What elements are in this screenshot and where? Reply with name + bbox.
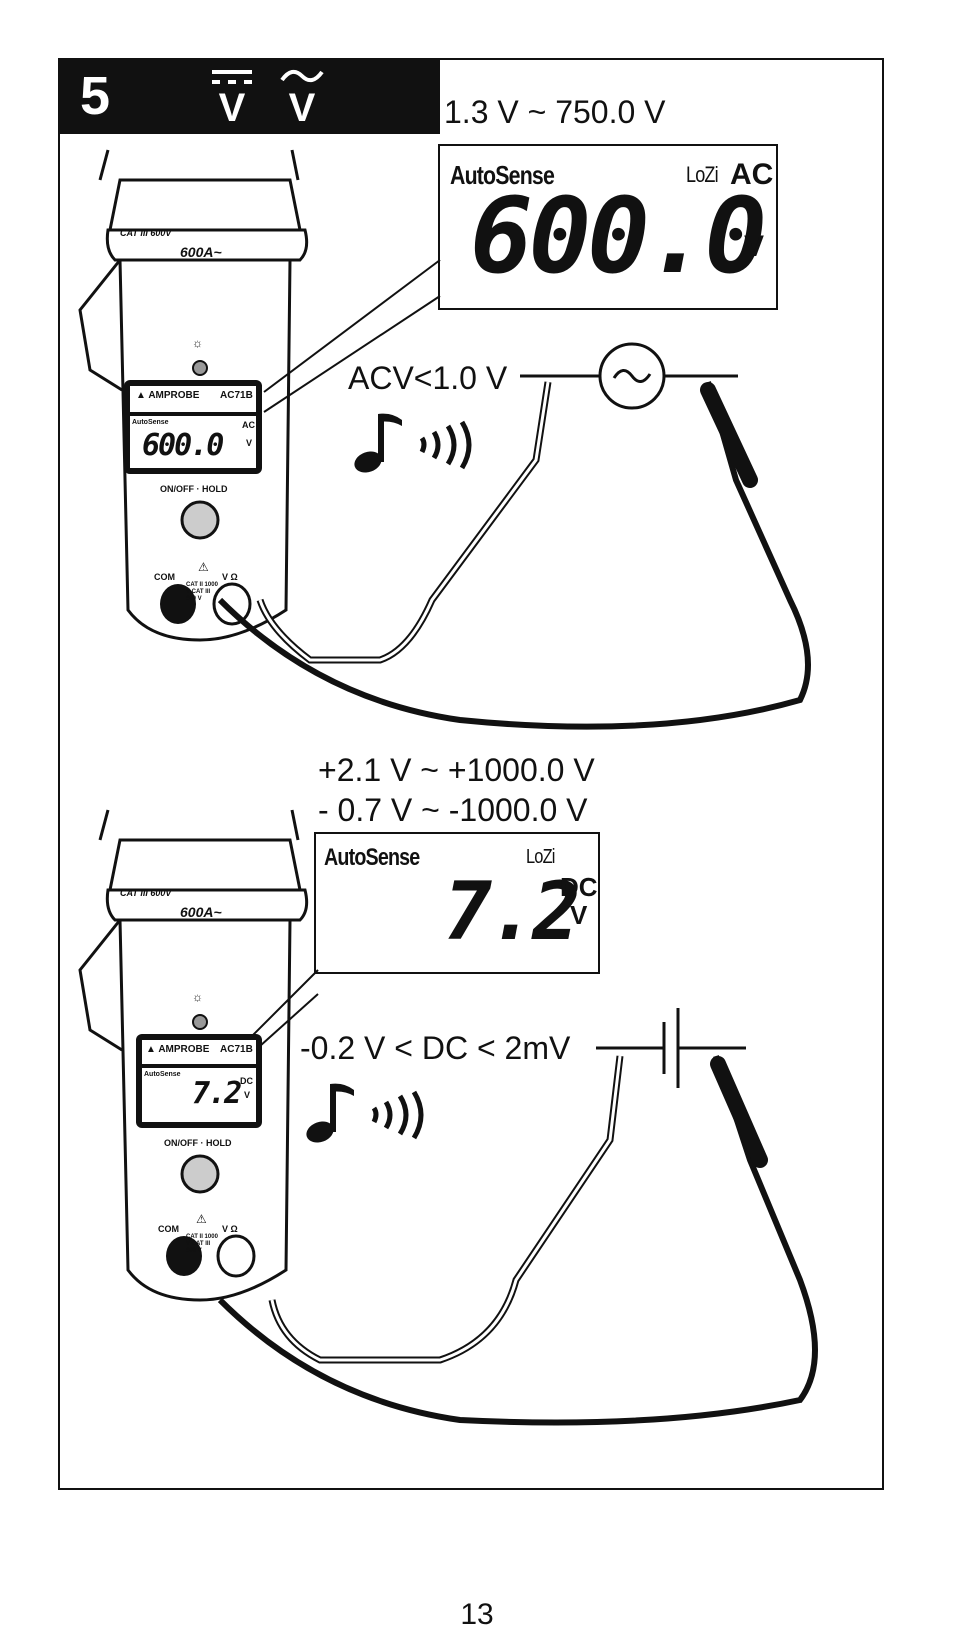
dc-positive-range-text: +2.1 V ~ +1000.0 V (318, 752, 595, 788)
model-label: AC71B (220, 1044, 253, 1055)
dc-icon (212, 70, 252, 84)
ac-reading: 600.0 (470, 175, 767, 297)
autosense-label: AutoSense (324, 844, 420, 871)
music-note-icon (354, 413, 402, 473)
dc-callout-lines (217, 969, 818, 1426)
ac-threshold-text: ACV<1.0 V (348, 360, 508, 396)
com-label: COM (158, 1224, 179, 1234)
ac-type-label: AC (730, 158, 774, 191)
rating-label: CAT II 1000 V CAT III 600 V (186, 1234, 218, 1254)
dc-negative-range-text: - 0.7 V ~ -1000.0 V (318, 792, 588, 828)
rating-label: CAT II 1000 V CAT III 600 V (186, 582, 218, 602)
vohm-label: V Ω (222, 1224, 238, 1234)
page-number: 13 (460, 1598, 494, 1631)
ac-enlarged-display: AutoSense LoZi AC 600.0 V (438, 144, 778, 310)
mini-unit: V (246, 438, 253, 448)
mini-reading: 600.0 (142, 428, 224, 463)
music-note-icon (306, 1083, 354, 1143)
mini-ac-label: AC (242, 420, 255, 430)
ac-voltage-symbol: V (272, 62, 332, 132)
jaw-cat-label: CAT III 600V (120, 228, 172, 238)
brand-label: ▲ AMPROBE (146, 1044, 210, 1055)
step-header: 5 V V (60, 60, 440, 134)
clamp-meter-ac: CAT III 600V 600A~ ☼ ▲ AMPROBE AC71B Aut… (60, 140, 320, 700)
ac-icon (280, 69, 324, 83)
dc-enlarged-display: AutoSense LoZi 7.2 DC V (314, 832, 600, 974)
ac-unit: V (744, 230, 765, 263)
ac-range-text: 1.3 V ~ 750.0 V (444, 94, 666, 130)
ac-voltage-letter: V (288, 86, 316, 130)
sound-waves-icon (371, 1090, 424, 1140)
jaw-current-label: 600A~ (180, 244, 222, 260)
dc-type-label: DC (560, 872, 598, 902)
mini-dc-label: DC (240, 1076, 253, 1086)
jaw-cat-label: CAT III 600V (120, 888, 172, 898)
light-bulb-icon: ☼ (192, 990, 203, 1004)
power-hold-label: ON/OFF · HOLD (160, 484, 228, 494)
dc-voltage-letter: V (218, 86, 246, 130)
com-label: COM (154, 572, 175, 582)
mini-autosense-label: AutoSense (144, 1071, 181, 1078)
mini-autosense-label: AutoSense (132, 419, 169, 426)
mini-unit: V (244, 1090, 251, 1100)
autosense-label: AutoSense (450, 160, 555, 190)
dc-voltage-symbol: V (202, 62, 262, 132)
dc-reading: 7.2 (444, 865, 580, 958)
brand-label: ▲ AMPROBE (136, 390, 200, 401)
clamp-meter-dc: CAT III 600V 600A~ ☼ ▲ AMPROBE AC71B Aut… (60, 800, 320, 1360)
light-bulb-icon: ☼ (192, 336, 203, 350)
power-hold-label: ON/OFF · HOLD (164, 1138, 232, 1148)
ac-callout-lines (217, 259, 811, 730)
dc-unit: V (570, 900, 588, 930)
jaw-current-label: 600A~ (180, 904, 222, 920)
lozi-label: LoZi (526, 846, 555, 868)
model-label: AC71B (220, 390, 253, 401)
lozi-label: LoZi (686, 162, 719, 187)
instruction-panel: 5 V V 1.3 V ~ 750.0 V AutoSense LoZi AC … (58, 58, 884, 1490)
vohm-label: V Ω (222, 572, 238, 582)
sound-waves-icon (419, 420, 472, 470)
step-number: 5 (80, 66, 111, 126)
warning-icon: ⚠ (196, 1212, 207, 1226)
warning-icon: ⚠ (198, 560, 209, 574)
mini-reading: 7.2 (192, 1076, 242, 1111)
dc-threshold-text: -0.2 V < DC < 2mV (300, 1030, 571, 1066)
